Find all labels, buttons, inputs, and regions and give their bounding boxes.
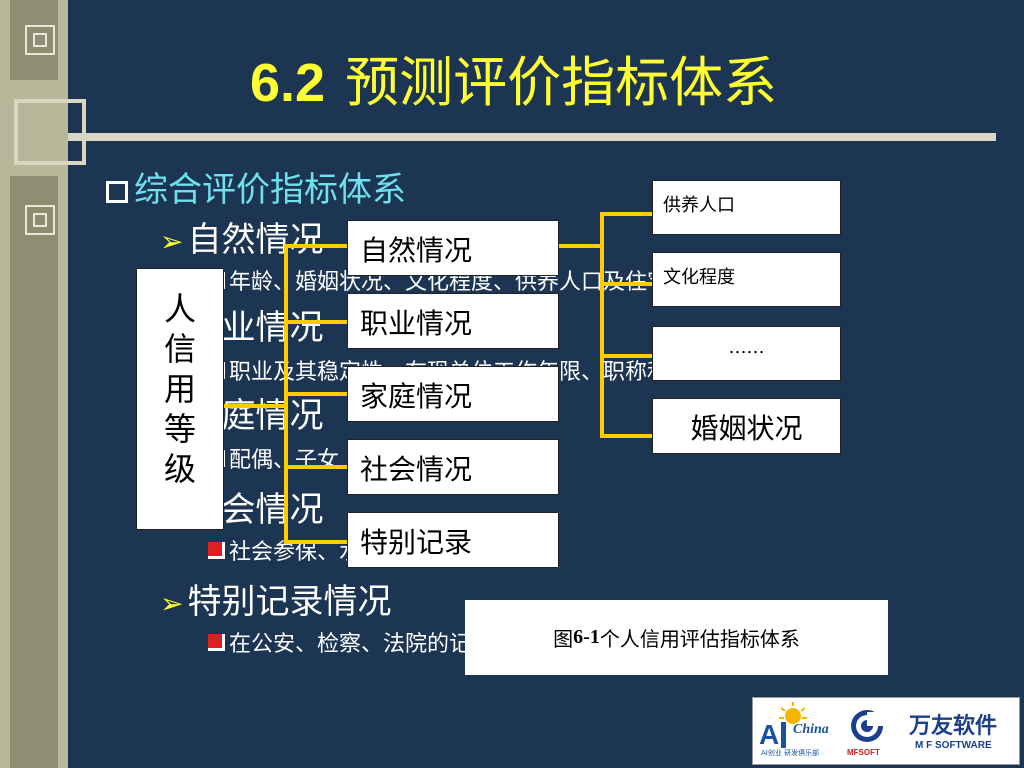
diagram-node-natural: 自然情况 (347, 220, 559, 276)
diagram-node-special: 特别记录 (347, 512, 559, 568)
connector-line (284, 392, 348, 396)
diagram-root-label: 人信用等级 (163, 290, 196, 488)
fret-pattern-icon (25, 205, 55, 235)
leaf-label: 供养人口 (663, 195, 735, 216)
node-label: 特别记录 (360, 526, 473, 559)
bullet-heading: 自然情况 (187, 220, 324, 260)
connector-line (284, 465, 348, 469)
connector-line (600, 434, 654, 438)
leaf-label: 婚姻状况 (690, 412, 803, 445)
arrow-bullet-icon: ➢ (160, 225, 184, 258)
node-label: 自然情况 (360, 234, 473, 267)
diagram-root-box: 人信用等级 (136, 268, 224, 530)
connector-line (284, 540, 348, 544)
fret-frame-decoration (14, 99, 86, 165)
sponsor-logos: A China AI创业 研发俱乐部 MFSOFT 万友软件 M F SOFTW… (752, 697, 1020, 765)
caption-text: 个人信用评估指标体系 (599, 627, 800, 651)
diagram-leaf-marital: 婚姻状况 (652, 398, 841, 454)
wanyou-en-text: M F SOFTWARE (915, 740, 992, 751)
caption-prefix: 图 (553, 627, 574, 651)
leaf-label: 文化程度 (663, 267, 735, 288)
bullet-heading: 特别记录情况 (187, 582, 392, 622)
diagram-node-social: 社会情况 (347, 439, 559, 495)
mfsoft-text: MFSOFT (847, 748, 880, 757)
wanyou-text: 万友软件 (909, 714, 998, 739)
connector-line (558, 244, 604, 248)
leaf-label: …… (728, 337, 765, 358)
diagram-node-occupation: 职业情况 (347, 293, 559, 349)
diagram-node-family: 家庭情况 (347, 366, 559, 422)
decorative-band (10, 176, 58, 768)
fret-pattern-icon (25, 25, 55, 55)
connector-line (284, 320, 348, 324)
decorative-strip (0, 0, 68, 768)
connector-line (600, 354, 654, 358)
detail-special: 在公安、检察、法院的记录 (208, 626, 493, 658)
ai-china-logo-icon: A (759, 702, 807, 750)
connector-line (600, 212, 654, 216)
connector-line (284, 244, 348, 248)
connector-line (600, 212, 604, 438)
ai-china-text: China (793, 722, 829, 737)
connector-line (222, 404, 288, 408)
red-square-bullet-icon (208, 542, 225, 559)
title-number: 6.2 (250, 53, 326, 113)
section-title-text: 综合评价指标体系 (134, 170, 406, 210)
diagram-leaf-education: 文化程度 (652, 252, 841, 307)
node-label: 社会情况 (360, 453, 473, 486)
section-title: 综合评价指标体系 (106, 162, 406, 211)
title-divider (68, 133, 996, 141)
node-label: 职业情况 (360, 307, 473, 340)
detail-text: 在公安、检察、法院的记录 (229, 632, 494, 657)
title-text: 预测评价指标体系 (345, 51, 778, 114)
ai-club-text: AI创业 研发俱乐部 (761, 749, 820, 757)
connector-line (600, 282, 654, 286)
svg-text:A: A (759, 719, 779, 750)
page-title: 6.2 预测评价指标体系 (250, 38, 950, 117)
diagram-leaf-dependents: 供养人口 (652, 180, 841, 235)
bullet-natural: ➢自然情况 (160, 212, 323, 261)
red-square-bullet-icon (208, 634, 225, 651)
node-label: 家庭情况 (360, 380, 473, 413)
diagram-leaf-ellipsis: …… (652, 326, 841, 381)
arrow-bullet-icon: ➢ (160, 587, 184, 620)
hollow-square-bullet-icon (106, 181, 128, 203)
detail-family: 配偶、子女 (208, 442, 339, 474)
bullet-special: ➢特别记录情况 (160, 574, 391, 623)
caption-number: 6-1 (573, 626, 600, 648)
mfsoft-logo-icon (851, 710, 883, 742)
